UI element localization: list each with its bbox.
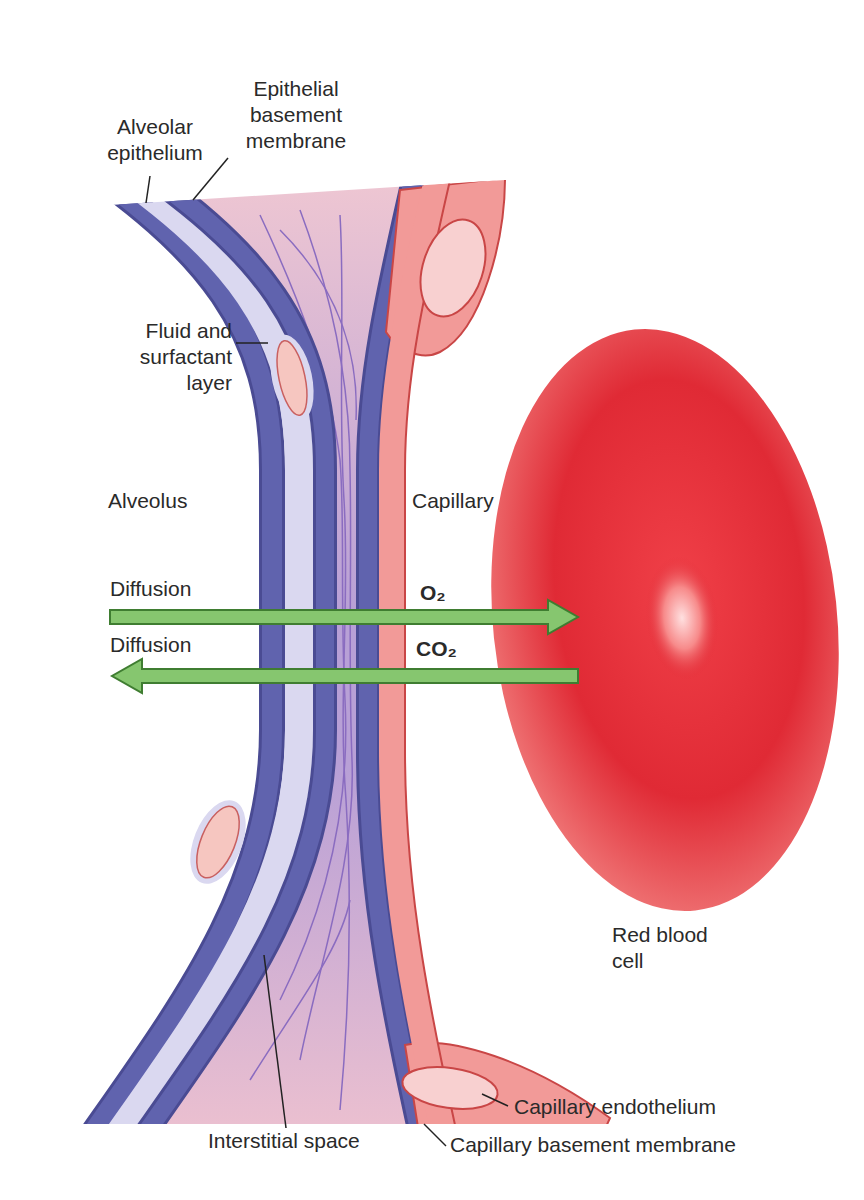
process-label: Diffusion [110,632,191,658]
cell-nucleus [409,211,497,325]
cell-nucleus [400,1062,501,1115]
region-label: Alveolus [108,488,187,514]
diffusion-arrow [110,600,578,634]
epithelial-basement-membrane [113,150,325,1180]
epithelial-basement-membrane [113,150,325,1180]
cell-nucleus [188,800,248,883]
diffusion-arrow [112,659,578,693]
part-label: Fluid and surfactant layer [100,318,232,396]
fiber [340,215,349,1110]
leader-lines [146,158,508,1146]
part-label: Interstitial space [208,1128,360,1154]
part-label: Alveolar epithelium [70,114,240,166]
cell-dimple [640,553,725,684]
leader-line [236,342,268,344]
part-label: Epithelial basement membrane [216,76,376,154]
leader-line [482,1094,508,1106]
gas-label: CO₂ [416,636,457,662]
part-label: Capillary basement membrane [450,1132,736,1158]
region-label: Capillary [412,488,494,514]
gas-label: O₂ [420,580,446,606]
leader-line [146,176,150,203]
process-label: Diffusion [110,576,191,602]
part-label: Capillary endothelium [514,1094,716,1120]
fluid-bulge [263,331,320,425]
leader-line [193,158,228,200]
leader-line [424,1124,446,1146]
cell-nucleus [271,338,312,418]
leader-line [264,955,286,1128]
part-label: Red blood cell [612,922,732,974]
fluid-bulge [179,792,256,892]
